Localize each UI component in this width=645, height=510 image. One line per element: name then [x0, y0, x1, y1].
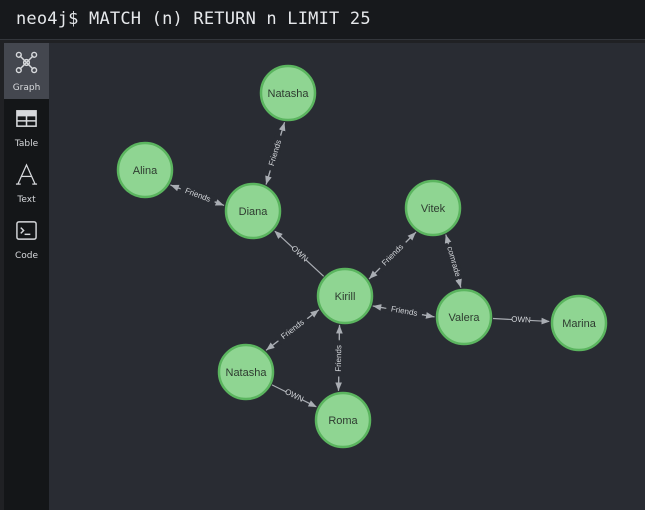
node-diana[interactable]: Diana — [224, 182, 282, 240]
node-kirill[interactable]: Kirill — [316, 267, 374, 325]
node-circle[interactable] — [224, 182, 282, 240]
relationship-label-bg — [444, 242, 464, 281]
relationship-label-bg — [289, 243, 310, 264]
relationship-label-bg — [179, 183, 217, 206]
node-circle[interactable] — [217, 343, 275, 401]
node-circle[interactable] — [316, 267, 374, 325]
relationship-label: Friends — [279, 318, 306, 341]
node-marina[interactable]: Marina — [550, 294, 608, 352]
node-label: Valera — [449, 312, 481, 324]
relationship-label: Friends — [267, 139, 283, 167]
relationship-label-bg — [265, 134, 285, 172]
relationship-label: Friends — [380, 242, 405, 267]
table-icon — [16, 110, 37, 127]
graph-canvas[interactable]: FriendsFriendsFriendsFriendsOWNFriendsFr… — [49, 43, 645, 510]
view-button-table[interactable]: Table — [4, 99, 49, 155]
node-natasha-bottom[interactable]: Natasha — [217, 343, 275, 401]
node-label: Kirill — [335, 291, 356, 303]
relationship-label: comrade — [445, 245, 462, 278]
relationship-label: OWN — [511, 315, 531, 325]
node-circle[interactable] — [259, 64, 317, 122]
node-circle[interactable] — [404, 179, 462, 237]
relationship-label-bg — [333, 340, 344, 377]
query-bar: neo4j$ MATCH (n) RETURN n LIMIT 25 — [0, 0, 645, 40]
node-label: Natasha — [268, 88, 310, 100]
graph-icon — [15, 51, 38, 74]
view-label-table: Table — [14, 139, 39, 149]
node-label: Roma — [328, 415, 358, 427]
node-roma[interactable]: Roma — [314, 391, 372, 449]
view-label-code: Code — [14, 251, 39, 261]
node-natasha-top[interactable]: Natasha — [259, 64, 317, 122]
relationship-label: OWN — [283, 387, 305, 404]
node-label: Vitek — [421, 203, 446, 215]
node-circle[interactable] — [116, 141, 174, 199]
node-vitek[interactable]: Vitek — [404, 179, 462, 237]
query-text[interactable]: neo4j$ MATCH (n) RETURN n LIMIT 25 — [16, 9, 371, 29]
relationship-label-bg — [511, 314, 531, 325]
node-valera[interactable]: Valera — [435, 288, 493, 346]
node-label: Diana — [239, 206, 269, 218]
relationship-label: Friends — [184, 186, 212, 204]
view-button-text[interactable]: Text — [4, 155, 49, 211]
node-circle[interactable] — [314, 391, 372, 449]
relationship-label-bg — [376, 238, 409, 272]
graph-visualization[interactable]: FriendsFriendsFriendsFriendsOWNFriendsFr… — [49, 43, 645, 510]
text-icon — [15, 163, 38, 185]
view-button-code[interactable]: Code — [4, 211, 49, 267]
code-icon — [16, 221, 37, 240]
relationship-label-bg — [385, 302, 423, 320]
node-label: Natasha — [226, 367, 268, 379]
view-label-graph: Graph — [12, 83, 41, 93]
view-sidebar: Graph Table Text Code — [4, 43, 49, 510]
node-alina[interactable]: Alina — [116, 141, 174, 199]
node-circle[interactable] — [550, 294, 608, 352]
relationship-label-bg — [284, 386, 305, 404]
relationship-label: Friends — [334, 345, 343, 372]
node-circle[interactable] — [435, 288, 493, 346]
node-label: Alina — [133, 165, 158, 177]
view-label-text: Text — [17, 195, 36, 205]
view-button-graph[interactable]: Graph — [4, 43, 49, 99]
node-label: Marina — [562, 318, 597, 330]
relationship-label-bg — [275, 314, 310, 345]
